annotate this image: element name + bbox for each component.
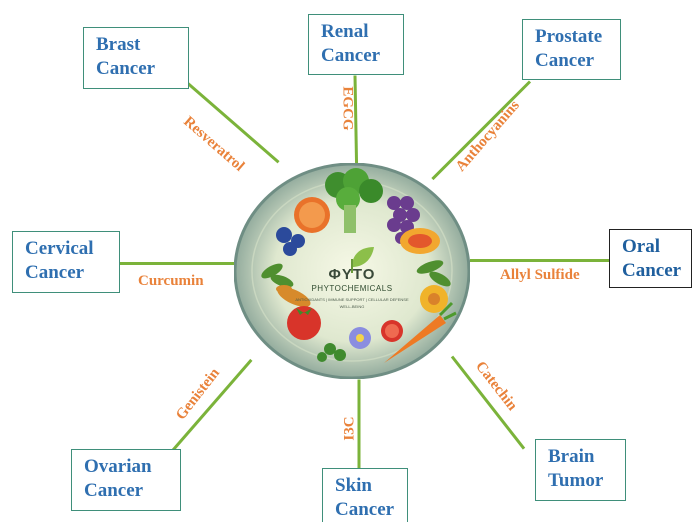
compound-i3c: I3C [342, 416, 359, 440]
hub-logo-text: ΦYTO [234, 266, 470, 283]
purple-flower-icon [349, 327, 371, 349]
compound-curcumin: Curcumin [138, 273, 204, 290]
box-label-line1: Brain [548, 445, 625, 469]
box-ovarian-cancer: Ovarian Cancer [71, 449, 181, 511]
box-label-line2: Cancer [622, 259, 691, 283]
box-prostate-cancer: Prostate Cancer [522, 19, 621, 80]
hub-title: PHYTOCHEMICALS [234, 284, 470, 293]
compound-catechin: Catechin [471, 359, 520, 415]
box-label-line2: Cancer [321, 44, 403, 68]
box-cervical-cancer: Cervical Cancer [12, 231, 120, 293]
connector-oral [470, 259, 610, 262]
box-brain-tumor: Brain Tumor [535, 439, 626, 501]
box-renal-cancer: Renal Cancer [308, 14, 404, 75]
compound-egcg: EGCG [339, 86, 356, 130]
box-label-line1: Prostate [535, 25, 620, 49]
box-label-line1: Brast [96, 33, 188, 57]
box-label-line1: Oral [622, 235, 691, 259]
box-label-line2: Cancer [96, 57, 188, 81]
box-label-line2: Tumor [548, 469, 625, 493]
box-label-line2: Cancer [25, 261, 119, 285]
compound-allyl-sulfide: Allyl Sulfide [500, 267, 580, 284]
box-label-line2: Cancer [535, 49, 620, 73]
box-skin-cancer: Skin Cancer [322, 468, 408, 522]
papaya-icon [400, 228, 440, 254]
box-label-line1: Renal [321, 20, 403, 44]
box-label-line1: Ovarian [84, 455, 180, 479]
box-label-line1: Cervical [25, 237, 119, 261]
box-oral-cancer: Oral Cancer [609, 229, 692, 288]
compound-resveratrol: Resveratrol [180, 114, 248, 176]
orange-slice-icon [294, 197, 330, 233]
hub-subtitle-2: WELL-BEING [234, 304, 470, 309]
compound-anthocyanins: Anthocyanins [453, 98, 524, 176]
box-label-line1: Skin [335, 474, 407, 498]
compound-genistein: Genistein [173, 365, 224, 423]
tomato-slice-icon [381, 320, 403, 342]
hub-subtitle: ANTIOXIDANTS | IMMUNE SUPPORT | CELLULAR… [234, 297, 470, 302]
box-brast-cancer: Brast Cancer [83, 27, 189, 89]
connector-cervical [120, 262, 234, 265]
box-label-line2: Cancer [84, 479, 180, 503]
box-label-line2: Cancer [335, 498, 407, 522]
phytochemicals-hub: ΦYTO PHYTOCHEMICALS ANTIOXIDANTS | IMMUN… [234, 163, 470, 379]
tomato-icon [287, 306, 321, 340]
